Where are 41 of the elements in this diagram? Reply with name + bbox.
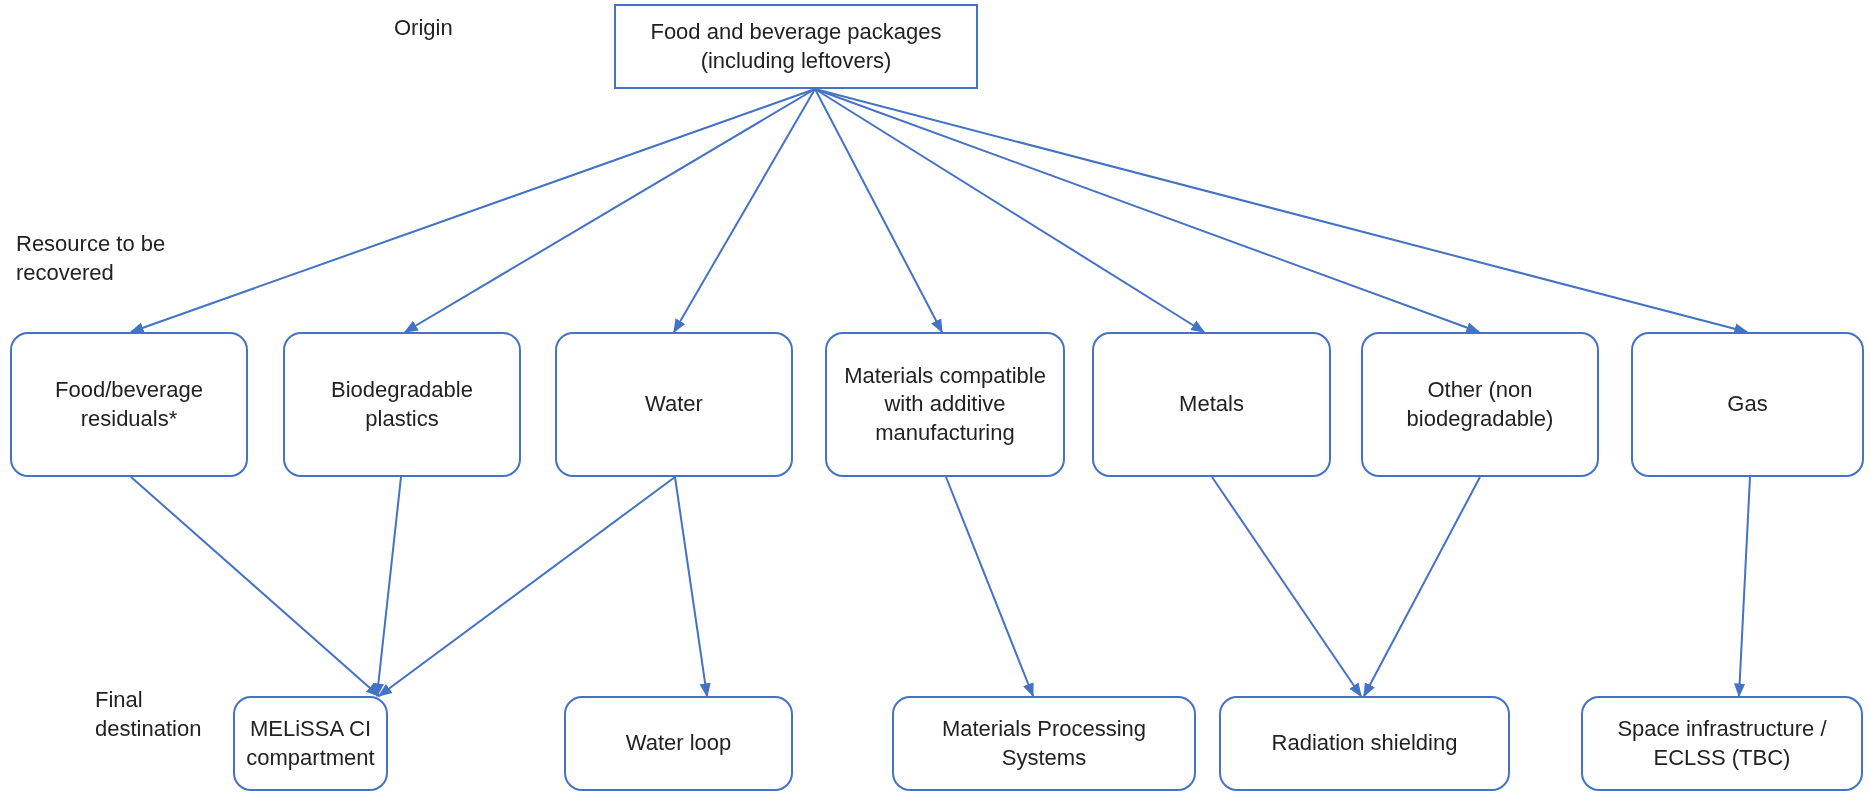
rounded-box [1219, 696, 1510, 791]
rounded-box [1361, 332, 1599, 477]
node-label: Biodegradable plastics [330, 375, 474, 433]
arrow [673, 88, 816, 334]
stage-label: Final destination [95, 686, 203, 743]
arrow [1211, 476, 1362, 698]
rounded-box [1581, 696, 1863, 791]
node-label: Water loop [625, 729, 732, 758]
rounded-box [283, 332, 521, 477]
node-label: MELiSSA CI compartment [245, 714, 376, 772]
node-label: Radiation shielding [1271, 729, 1458, 758]
rounded-box [233, 696, 388, 791]
stage-label: Origin [394, 14, 454, 42]
arrow [130, 476, 381, 697]
arrow [814, 88, 1206, 333]
arrow [1734, 476, 1751, 698]
node-label: Metals [1179, 390, 1244, 419]
arrow [403, 88, 816, 333]
source-box [614, 4, 978, 89]
rounded-box [555, 332, 793, 477]
node-label: Other (non biodegradable) [1405, 375, 1555, 433]
arrow [1363, 476, 1481, 698]
arrow [372, 476, 402, 698]
stage-label: Resource to be recovered [16, 230, 167, 287]
rounded-box [892, 696, 1196, 791]
node-label: Food/beverage residuals* [54, 375, 204, 433]
node-label: Materials Processing Systems [940, 714, 1148, 772]
node-label: Food and beverage packages (including leftovers) [649, 17, 943, 75]
arrow [945, 476, 1034, 698]
arrow [674, 476, 711, 698]
rounded-box [825, 332, 1065, 477]
node-label: Materials compatible with additive manufacturing [843, 361, 1047, 447]
arrow [377, 476, 676, 697]
node-label: Water [645, 390, 703, 419]
rounded-box [564, 696, 793, 791]
node-label: Space infrastructure / ECLSS (TBC) [1616, 714, 1828, 772]
rounded-box [1631, 332, 1864, 477]
node-label: Gas [1727, 390, 1768, 419]
rounded-box [10, 332, 248, 477]
arrow [814, 88, 943, 334]
rounded-box [1092, 332, 1331, 477]
